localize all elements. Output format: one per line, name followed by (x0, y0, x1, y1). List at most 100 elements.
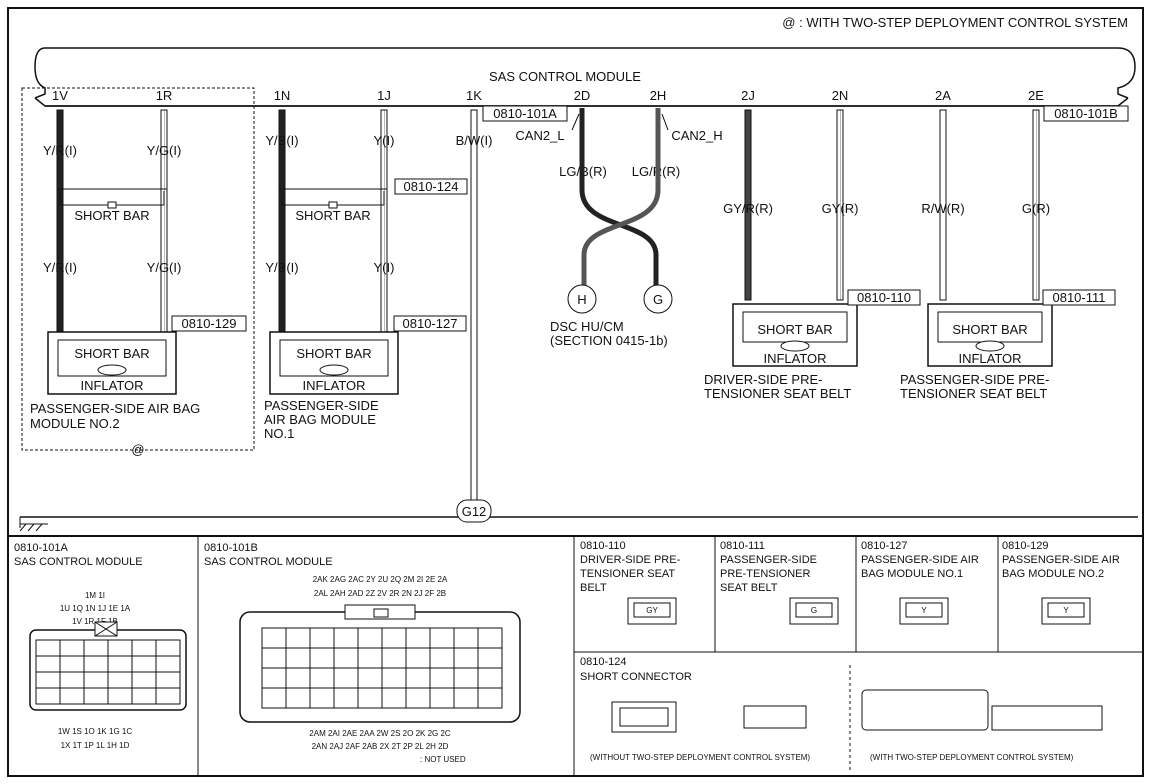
connector-cavity (131, 655, 157, 673)
svg-text:Y: Y (1063, 606, 1069, 615)
svg-text:TENSIONER SEAT: TENSIONER SEAT (580, 568, 675, 580)
pin-1r: 1R (156, 88, 173, 103)
connector-cavity (155, 639, 181, 657)
connector-cavity (131, 639, 157, 657)
connector-cavity (333, 627, 359, 649)
pin-1j: 1J (377, 88, 391, 103)
connector-cavity (83, 639, 109, 657)
svg-text:Y/G(I): Y/G(I) (147, 260, 182, 275)
svg-text:Y/R(I): Y/R(I) (43, 260, 77, 275)
svg-text:TENSIONER SEAT BELT: TENSIONER SEAT BELT (900, 386, 1047, 401)
connector-cavity (381, 687, 407, 709)
svg-text:INFLATOR: INFLATOR (958, 351, 1021, 366)
svg-text:BAG MODULE NO.1: BAG MODULE NO.1 (861, 568, 963, 580)
pin-2d: 2D (574, 88, 591, 103)
connector-cavity (83, 687, 109, 705)
two-step-marker: @ (131, 442, 144, 457)
svg-text:MODULE NO.2: MODULE NO.2 (30, 416, 120, 431)
connector-cavity (333, 667, 359, 689)
svg-text:G: G (653, 292, 663, 307)
pin-1k: 1K (466, 88, 482, 103)
svg-text:R/W(R): R/W(R) (921, 201, 964, 216)
connector-cavity (357, 667, 383, 689)
connector-cavity (477, 647, 503, 669)
svg-text:0810-129: 0810-129 (182, 316, 237, 331)
svg-text:Y(I): Y(I) (374, 133, 395, 148)
connector-cavity (285, 627, 311, 649)
svg-text:0810-110: 0810-110 (580, 540, 626, 552)
connector-cavity (405, 687, 431, 709)
connector-cavity (35, 655, 61, 673)
connector-view-111: 0810-111 PASSENGER-SIDE PRE-TENSIONER SE… (720, 540, 839, 625)
connector-cavity (107, 671, 133, 689)
ground-point-g12: G12 (462, 504, 487, 519)
can-bus: CAN2_L CAN2_H H G DSC HU/CM (SECTION 041… (515, 108, 723, 348)
two-step-region (21, 87, 255, 451)
connector-id-101a: 0810-101A (493, 106, 557, 121)
svg-text:2AN 2AJ 2AF 2AB 2X 2T 2P 2L 2H: 2AN 2AJ 2AF 2AB 2X 2T 2P 2L 2H 2D (312, 742, 449, 751)
connector-cavity (357, 647, 383, 669)
svg-text:(WITH TWO-STEP DEPLOYMENT CONT: (WITH TWO-STEP DEPLOYMENT CONTROL SYSTEM… (870, 753, 1074, 762)
svg-text:Y/G(I): Y/G(I) (147, 143, 182, 158)
connector-cavity (381, 627, 407, 649)
wire-labels: Y/R(I) Y/G(I) Y/B(I) Y(I) B/W(I) LG/B(R)… (43, 133, 1050, 275)
connector-cavity (35, 639, 61, 657)
svg-text:GY/R(R): GY/R(R) (723, 201, 773, 216)
connector-view-110: 0810-110 DRIVER-SIDE PRE- TENSIONER SEAT… (580, 540, 681, 625)
svg-text:PASSENGER-SIDE: PASSENGER-SIDE (264, 398, 379, 413)
connector-cavity (83, 671, 109, 689)
connector-cavity (405, 667, 431, 689)
svg-text:NO.1: NO.1 (264, 426, 294, 441)
connector-cavity (107, 639, 133, 657)
svg-text:0810-111: 0810-111 (720, 540, 765, 552)
pin-2h: 2H (650, 88, 667, 103)
connector-cavity (59, 639, 85, 657)
connector-cavity (333, 647, 359, 669)
svg-text:Y: Y (921, 606, 927, 615)
svg-text:0810-129: 0810-129 (1002, 540, 1049, 552)
svg-text:B/W(I): B/W(I) (456, 133, 493, 148)
connector-cavity (285, 667, 311, 689)
svg-text:BELT: BELT (580, 582, 607, 594)
svg-text:AIR BAG MODULE: AIR BAG MODULE (264, 412, 376, 427)
connector-cavity (453, 627, 479, 649)
svg-text:SHORT BAR: SHORT BAR (952, 322, 1027, 337)
svg-text:PASSENGER-SIDE PRE-: PASSENGER-SIDE PRE- (900, 372, 1049, 387)
connector-cavity (453, 647, 479, 669)
inflator-passenger-no2: SHORT BAR INFLATOR 0810-129 PASSENGER-SI… (30, 315, 247, 431)
svg-text:1M 1I: 1M 1I (85, 591, 105, 600)
connector-cavity (261, 627, 287, 649)
connector-view-124: 0810-124 SHORT CONNECTOR (WITHOUT TWO-ST… (580, 656, 1103, 770)
svg-text:DRIVER-SIDE PRE-: DRIVER-SIDE PRE- (704, 372, 822, 387)
svg-text:0810-127: 0810-127 (861, 540, 908, 552)
svg-text:H: H (577, 292, 586, 307)
svg-text:PASSENGER-SIDE: PASSENGER-SIDE (720, 554, 817, 566)
svg-text:: NOT USED: : NOT USED (420, 755, 466, 764)
connector-cavity (285, 647, 311, 669)
connector-cavity (59, 687, 85, 705)
connector-cavity (333, 687, 359, 709)
pin-labels: 1V 1R 1N 1J 1K 2D 2H 2J 2N 2A 2E (52, 88, 1044, 103)
connector-cavity (155, 655, 181, 673)
svg-text:2AL 2AH 2AD 2Z 2V 2R 2N 2J 2F: 2AL 2AH 2AD 2Z 2V 2R 2N 2J 2F 2B (314, 589, 446, 598)
pin-2e: 2E (1028, 88, 1044, 103)
svg-text:SAS CONTROL MODULE: SAS CONTROL MODULE (14, 556, 143, 568)
connector-cavity (309, 687, 335, 709)
connector-cavity (429, 627, 455, 649)
svg-text:Y(I): Y(I) (374, 260, 395, 275)
connector-cavity (453, 667, 479, 689)
ground-bus: G12 (19, 499, 1138, 532)
svg-text:BAG MODULE NO.2: BAG MODULE NO.2 (1002, 568, 1104, 580)
svg-text:Y/B(I): Y/B(I) (265, 133, 298, 148)
svg-text:SEAT BELT: SEAT BELT (720, 582, 778, 594)
svg-text:INFLATOR: INFLATOR (80, 378, 143, 393)
short-connector-mid: SHORT BAR SHORT BAR 0810-124 (57, 178, 468, 223)
connector-cavity (261, 647, 287, 669)
svg-text:(SECTION 0415-1b): (SECTION 0415-1b) (550, 333, 668, 348)
pin-1n: 1N (274, 88, 291, 103)
connector-cavity (477, 667, 503, 689)
svg-text:1U 1Q 1N 1J 1E 1A: 1U 1Q 1N 1J 1E 1A (60, 604, 131, 613)
connector-cavity (107, 687, 133, 705)
svg-text:SHORT BAR: SHORT BAR (295, 208, 370, 223)
svg-text:0810-124: 0810-124 (404, 179, 459, 194)
